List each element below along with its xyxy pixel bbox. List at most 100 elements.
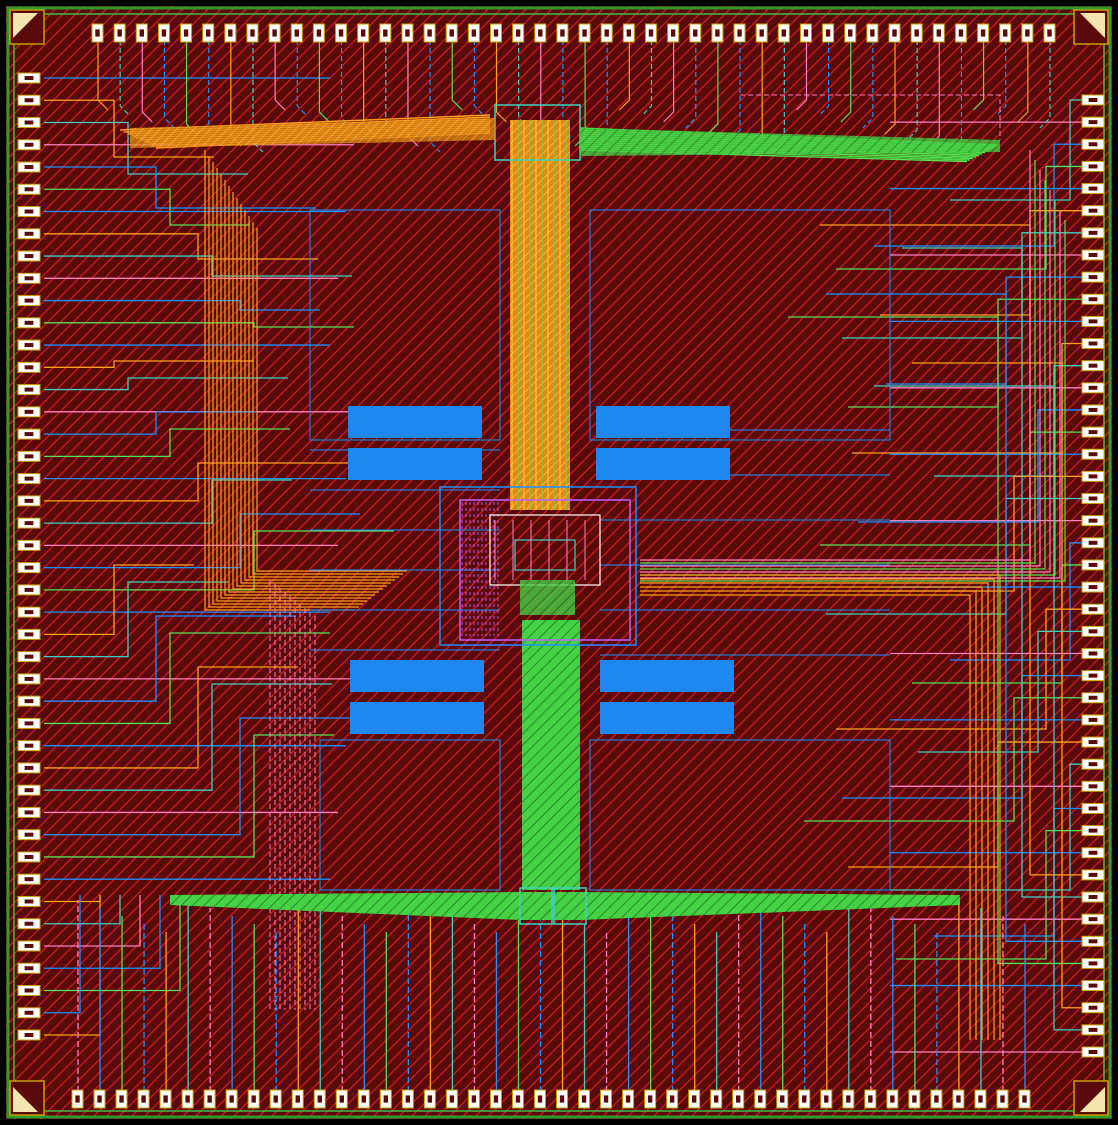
pad-left-inner: [24, 231, 34, 236]
route-top: [707, 40, 719, 135]
pad-right-inner: [1088, 208, 1098, 213]
route-left: [44, 530, 394, 591]
pad-top-inner: [205, 29, 211, 37]
pad-bottom-inner: [207, 1095, 212, 1103]
vertical-bus-bottom: [522, 620, 580, 890]
pad-bottom-inner: [603, 1095, 609, 1103]
route-left: [44, 683, 332, 791]
route-top: [641, 40, 653, 117]
route-left: [44, 895, 181, 992]
route-left: [44, 377, 288, 391]
horizontal-bus-top-right: [580, 128, 1000, 156]
pad-top-inner: [693, 29, 698, 37]
corner-mark: [13, 13, 38, 38]
route-left: [44, 513, 360, 569]
macro-blocks: [348, 406, 734, 734]
pad-top-inner: [117, 29, 122, 37]
route-right-bundle: [640, 586, 983, 1040]
pad-top-inner: [95, 29, 100, 37]
io-pads: [17, 23, 1105, 1109]
pad-right-inner: [1088, 186, 1098, 191]
core-cell-inner: [514, 539, 576, 571]
route-top: [318, 40, 330, 123]
route-left-bundle: [248, 216, 399, 578]
pad-right-inner: [1088, 319, 1098, 324]
route-left-bundle: [224, 180, 375, 596]
pad-left-inner: [24, 721, 34, 726]
pad-bottom-inner: [1000, 1095, 1005, 1103]
pad-right-inner: [1088, 1005, 1098, 1010]
pad-right-inner: [1088, 452, 1098, 457]
pad-bottom-inner: [846, 1095, 851, 1103]
route-top: [840, 40, 852, 123]
route-left: [44, 632, 330, 725]
pad-right-inner: [1088, 717, 1098, 722]
pad-right-inner: [1088, 363, 1098, 368]
pad-right-inner: [1088, 252, 1098, 257]
pad-left-inner: [24, 966, 34, 971]
pad-bottom-inner: [427, 1095, 433, 1103]
pad-left-inner: [24, 365, 34, 370]
die-frame: [6, 6, 1112, 1119]
route-top: [884, 40, 896, 135]
route-top: [773, 40, 785, 153]
pad-right-inner: [1088, 939, 1098, 944]
inner-region: [319, 739, 501, 891]
route-left: [44, 121, 248, 175]
pad-bottom-inner: [119, 1095, 124, 1103]
pad-top-inner: [1003, 29, 1008, 37]
pad-left-inner: [24, 877, 34, 882]
pad-right-inner: [1088, 142, 1098, 147]
pad-right-inner: [1088, 607, 1098, 612]
right-routing-layer: [640, 99, 1090, 1053]
bus-via-bottom: [519, 887, 553, 925]
route-left: [44, 99, 214, 158]
pad-left-inner: [24, 98, 34, 103]
inner-region: [589, 739, 891, 891]
pad-bottom-inner: [625, 1095, 631, 1103]
pad-left-inner: [24, 565, 34, 570]
route-right: [826, 293, 1090, 942]
pad-left-inner: [24, 142, 34, 147]
pad-left-inner: [24, 899, 34, 904]
pad-bottom-inner: [758, 1095, 763, 1103]
route-top: [495, 40, 507, 123]
route-top: [119, 40, 131, 117]
pad-right-inner: [1088, 1050, 1098, 1054]
pad-left-inner: [24, 832, 34, 837]
pad-bottom-inner: [471, 1095, 477, 1103]
route-top: [1017, 40, 1029, 123]
pad-bottom-inner: [669, 1095, 675, 1103]
pad-left-inner: [24, 810, 34, 815]
core-cell: [439, 486, 637, 646]
route-top: [340, 40, 352, 129]
route-right: [918, 630, 1090, 753]
route-left: [44, 717, 400, 836]
pad-top-inner: [670, 29, 676, 37]
inner-region: [309, 209, 501, 441]
horizontal-bus-top-left: [130, 118, 495, 148]
pad-bottom-inner: [559, 1095, 565, 1103]
pad-left-inner: [24, 209, 34, 214]
pad-top-inner: [183, 29, 189, 37]
route-top: [906, 40, 918, 141]
pad-left-inner: [24, 988, 34, 993]
pad-left-inner: [24, 187, 34, 192]
pad-top-inner: [316, 29, 322, 37]
route-left: [44, 462, 358, 502]
route-left: [44, 322, 354, 328]
core-array: [520, 580, 575, 615]
macro-block-top-right: [596, 406, 730, 480]
corner-cell: [9, 9, 45, 45]
route-left: [44, 895, 141, 947]
pad-left-inner: [24, 1010, 34, 1015]
pad-bottom-inner: [273, 1095, 278, 1103]
pad-left-inner: [24, 298, 34, 303]
pad-bottom-inner: [97, 1095, 102, 1103]
route-top: [97, 40, 109, 111]
pad-left-inner: [24, 654, 34, 659]
left-routing-layer: [44, 77, 407, 1036]
route-left: [44, 299, 320, 311]
macro-block-lower: [348, 448, 482, 480]
macro-block-upper: [348, 406, 482, 438]
